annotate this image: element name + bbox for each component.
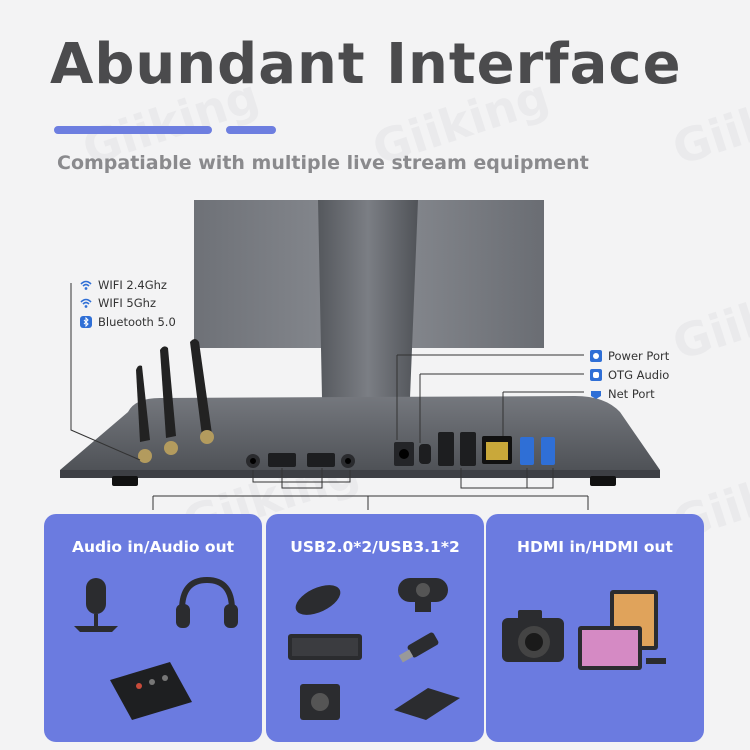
- legend-item-net-port: Net Port: [590, 387, 655, 401]
- legend-label: OTG Audio: [608, 368, 670, 382]
- card-title: Audio in/Audio out: [71, 538, 235, 556]
- webcam-icon: [398, 578, 448, 612]
- device-illustration: [60, 200, 660, 510]
- otg-port: [419, 444, 431, 464]
- headphones-icon: [176, 576, 238, 628]
- card-audio: Audio in/Audio out: [44, 514, 262, 742]
- legend-item-wifi-5: WIFI 5Ghz: [80, 296, 156, 310]
- stand: [318, 200, 418, 398]
- microphone-icon: [74, 578, 118, 632]
- mouse-icon: [295, 585, 341, 615]
- legend-item-power-port: Power Port: [590, 349, 669, 363]
- legend-label: WIFI 5Ghz: [98, 296, 156, 310]
- wifi-icon: [80, 297, 92, 309]
- legend-label: Bluetooth 5.0: [98, 315, 176, 329]
- hdmi-port: [438, 432, 454, 466]
- monitor-icon: [578, 590, 666, 670]
- usb-port: [268, 453, 296, 467]
- legend-item-wifi-24: WIFI 2.4Ghz: [80, 278, 167, 292]
- usb3-port: [520, 437, 534, 465]
- legend-item-bluetooth: Bluetooth 5.0: [80, 315, 176, 329]
- port-panel: [246, 432, 555, 468]
- otg-audio-icon: [590, 369, 602, 381]
- usb-drive-icon: [398, 632, 439, 663]
- hard-drive-icon: [394, 688, 460, 720]
- wifi-icon: [80, 279, 92, 291]
- card-hdmi: HDMI in/HDMI out: [486, 514, 704, 742]
- camera-module-icon: [300, 684, 340, 720]
- power-port-icon: [590, 350, 602, 362]
- legend-label: WIFI 2.4Ghz: [98, 278, 167, 292]
- card-audio-devices: [74, 576, 238, 720]
- usb-port: [307, 453, 335, 467]
- legend-label: Power Port: [608, 349, 670, 363]
- net-port-icon: [590, 388, 602, 400]
- card-title: HDMI in/HDMI out: [517, 538, 673, 556]
- card-hdmi-devices: [502, 590, 666, 670]
- bluetooth-icon: [80, 316, 92, 328]
- usb3-port: [541, 437, 555, 465]
- title-accent-bar: [54, 126, 212, 134]
- title-accent-bar: [226, 126, 276, 134]
- page-subtitle: Compatiable with multiple live stream eq…: [57, 152, 589, 174]
- hdmi-port: [460, 432, 476, 466]
- card-title: USB2.0*2/USB3.1*2: [290, 538, 460, 556]
- dslr-camera-icon: [502, 610, 564, 662]
- keyboard-icon: [288, 634, 362, 660]
- legend-item-otg-audio: OTG Audio: [590, 368, 669, 382]
- card-usb-devices: [288, 578, 460, 720]
- card-usb: USB2.0*2/USB3.1*2: [266, 514, 484, 742]
- legend-label: Net Port: [608, 387, 655, 401]
- page-title: Abundant Interface: [50, 32, 682, 97]
- antennas: [136, 339, 214, 463]
- sound-card-icon: [110, 662, 192, 720]
